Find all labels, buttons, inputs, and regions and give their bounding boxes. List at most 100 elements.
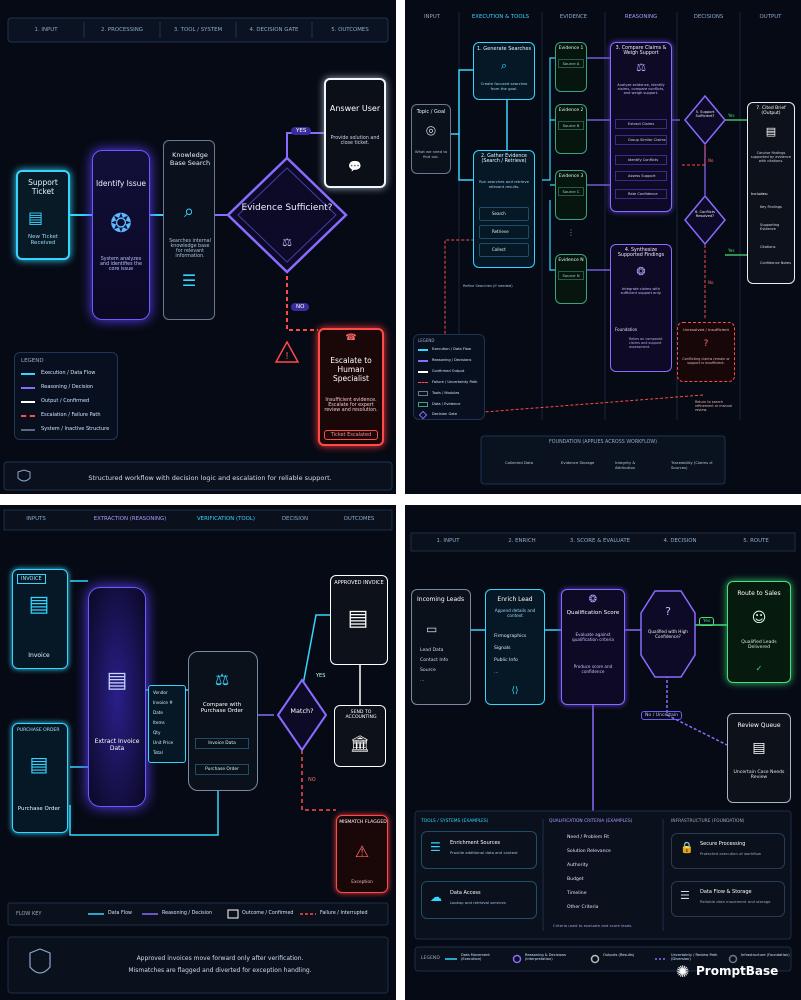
database-icon: ☰ [430,840,441,854]
legend-item: Reasoning / Decision [41,384,94,390]
search-icon: ⌕ [500,59,508,72]
column-label: OUTPUT [759,14,782,20]
decision-6: 6. Conflicts Resolved? [694,210,716,218]
footer-line-1: Approved invoices move forward only afte… [136,955,304,962]
compare-title: 3. Compare Claims & Weigh Support [615,46,667,56]
legend-item: Data Movement (Execution) [461,953,490,961]
yes-label: Yes [728,248,735,253]
evidence-card: Evidence 2 Source B [555,104,587,154]
leads-item: Contact Info [420,658,449,663]
answer-sub: Provide solution and close ticket. [330,136,380,146]
gate-label: Evidence Sufficient? [241,203,333,213]
legend-swatch [418,410,428,420]
compare-claims-node: 3. Compare Claims & Weigh Support ⚖ Anal… [610,42,672,212]
brief-item: Supporting Evidence [760,223,780,231]
legend-swatch [418,349,428,351]
legend-item: Reasoning & Decisions (Interpretation) [525,953,566,961]
legend-title: LEGEND [418,338,435,343]
gather-step: Retrieve [479,225,529,239]
panel-lead-workflow: 1. INPUT 2. ENRICH 3. SCORE & EVALUATE 4… [405,505,801,1000]
exception-label: Exception [351,880,373,885]
legend-item: Output / Confirmed [41,398,90,404]
yes-badge: YES [291,127,312,135]
synth-sub: Integrate claims with sufficient support… [620,287,662,295]
field-item: Unit Price [153,740,174,745]
enrich-item: Signals [494,646,511,651]
po-label: Purchase Order [17,806,61,812]
route-to-sales-node: Route to Sales ☺ Qualified Leads Deliver… [727,581,791,683]
compare-step: Rate Confidence [615,189,667,199]
send-accounting-node: SEND TO ACCOUNTING 🏛 [334,705,386,767]
column-label: DECISIONS [693,14,724,20]
stage-label: EXTRACTION (REASONING) [93,516,167,522]
brief-sub: Concise findings supported by evidence w… [750,151,792,163]
legend-swatch [418,371,428,373]
extract-invoice-node: ▤ Extract Invoice Data [88,587,146,807]
review-sub: Uncertain Case Needs Review [733,770,785,780]
approved-label: APPROVED INVOICE [334,580,384,586]
tool-sub: Lookup and retrieval services [450,900,506,905]
check-icon: ✓ [755,664,763,673]
refine-note: Refine Searches (if needed) [463,284,513,288]
scales-icon: ⚖ [214,670,230,689]
document-icon: ▤ [765,125,777,138]
column-label: EVIDENCE [559,14,588,20]
field-item: Qty [153,730,161,735]
infra-title: INFRASTRUCTURE (FOUNDATION) [671,819,745,824]
ticket-sub: New Ticket Received [27,234,59,246]
invoice-data-chip: Invoice Data [195,738,249,749]
infra-card: Data Flow & Storage Reliable data moveme… [671,881,785,917]
review-queue-node: Review Queue ▤ Uncertain Case Needs Revi… [727,713,791,803]
field-item: Date [153,710,164,715]
review-title: Review Queue [737,722,781,729]
legend-item: Reasoning / Decisions [432,358,472,362]
ticket-icon: ▤ [28,208,44,227]
approved-doc-icon: ▤ [347,606,369,631]
brief-item: Key Findings [760,205,782,209]
lock-icon: 🔒 [680,841,694,854]
brief-item: Citations [760,245,776,249]
synth-title: 4. Synthesize Supported Findings [617,248,665,258]
return-note: Return to search refinement or manual re… [695,400,732,412]
storage-icon: ☰ [680,889,690,902]
legend-item: Escalation / Failure Path [41,412,101,418]
watermark-text: PromptBase [696,964,779,978]
leads-title: Incoming Leads [417,596,465,603]
compare-step: Identify Conflicts [615,155,667,165]
legend-swatch [418,391,428,396]
clipboard-icon: ▤ [752,740,766,756]
legend-swatch [418,382,428,383]
identify-sub: System analyzes and identifies the core … [99,257,142,272]
support-ticket-node: Support Ticket ▤ New Ticket Received [16,170,70,260]
foundation-item: Traceability (Claims ⇄ Sources) [671,460,713,470]
legend-title: LEGEND [421,956,440,961]
decision-5: 5. Support Sufficient? [695,110,715,118]
qualification-score-node: ❂ Qualification Score Evaluate against q… [561,589,625,705]
watermark: ✺ PromptBase [676,960,794,986]
criteria-note: Criteria used to evaluate and score lead… [553,923,633,928]
scales-icon: ⚖ [282,236,292,249]
yes-label: YES [316,673,326,679]
legend-item: Uncertainty / Review Path (Diversion) [671,953,718,961]
identify-title: Identify Issue [95,179,147,188]
criteria-item: Budget [567,877,584,882]
foundation-title: Foundation [615,327,638,332]
synthesize-node: 4. Synthesize Supported Findings ❂ Integ… [610,244,672,372]
kb-sub: Searches internal knowledge base for rel… [169,239,211,259]
generate-searches-node: 1. Generate Searches ⌕ Create focused se… [473,42,535,100]
evidence-title: Evidence 1 [558,46,584,51]
tool-title: Data Access [450,890,481,896]
evidence-source: Source N [558,271,584,280]
topic-sub: What we need to find out. [414,149,448,159]
legend-swatch [21,373,35,375]
key-title: FLOW KEY [16,911,42,917]
evidence-title: Evidence 2 [558,108,584,113]
gather-sub: Run searches and retrieve relevant resul… [479,179,529,189]
leads-item: ... [420,678,425,683]
foundation-item: Integrity & Attribution [615,460,636,470]
panel-support-workflow: ! 1. INPUT 2. PROCESSING 3. TOOL / SYSTE… [0,0,396,494]
infra-card: Secure Processing Protected execution of… [671,833,785,869]
brain-icon: ❂ [110,209,132,239]
legend-swatch [418,360,428,362]
svg-text:!: ! [285,351,289,362]
